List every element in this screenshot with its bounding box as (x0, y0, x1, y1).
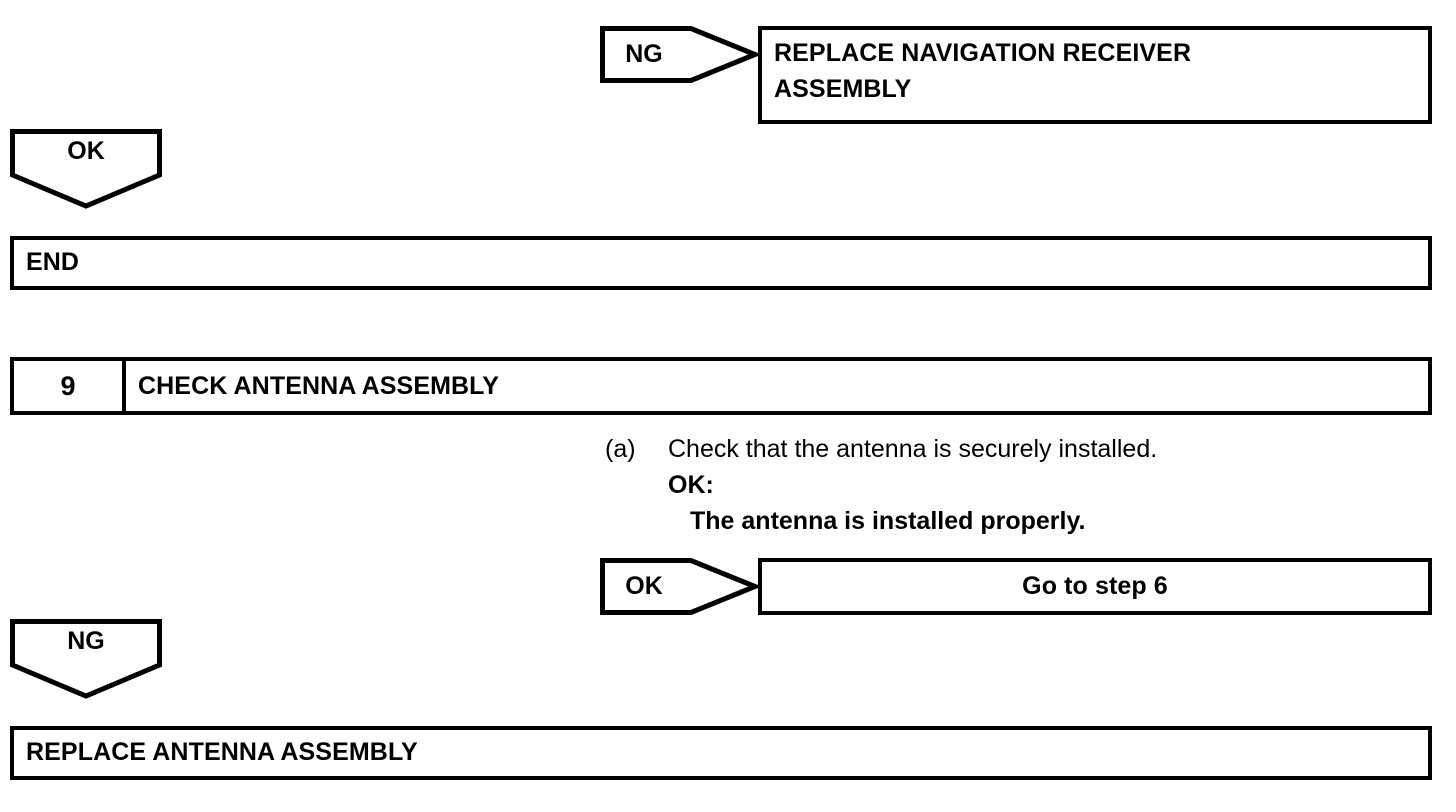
instruction-result-label: OK: (668, 471, 714, 499)
end-box: END (10, 236, 1432, 290)
ng-arrow-step9-label: NG (67, 626, 105, 655)
ng-arrow-step9: NG (10, 619, 162, 699)
ng-arrow-top: NG (600, 26, 758, 83)
ok-arrow-top: OK (10, 129, 162, 209)
end-text: END (26, 248, 80, 277)
arrow-right-shape (600, 26, 758, 83)
ok-arrow-step9: OK (600, 558, 758, 615)
ok-arrow-step9-label: OK (625, 572, 663, 600)
instruction-item-a: (a) Check that the antenna is securely i… (605, 437, 1405, 462)
step-9-instructions: (a) Check that the antenna is securely i… (605, 437, 1405, 534)
step-9-header: 9 CHECK ANTENNA ASSEMBLY (10, 357, 1432, 415)
arrow-down-shape (10, 129, 162, 209)
ok-arrow-top-label: OK (67, 136, 105, 165)
replace-antenna-text: REPLACE ANTENNA ASSEMBLY (26, 738, 418, 767)
instruction-marker: (a) (605, 435, 636, 463)
replace-navigation-receiver-box: REPLACE NAVIGATION RECEIVER ASSEMBLY (758, 26, 1432, 124)
instruction-result-text: The antenna is installed properly. (690, 507, 1086, 535)
goto-step-6-box: Go to step 6 (758, 558, 1432, 615)
replace-navigation-receiver-text: REPLACE NAVIGATION RECEIVER ASSEMBLY (774, 39, 1192, 103)
arrow-down-shape (10, 619, 162, 699)
arrow-right-shape (600, 558, 758, 615)
replace-antenna-box: REPLACE ANTENNA ASSEMBLY (10, 726, 1432, 780)
instruction-action: Check that the antenna is securely insta… (668, 435, 1158, 463)
goto-step-6-text: Go to step 6 (1022, 571, 1168, 600)
step-9-number: 9 (14, 361, 126, 411)
step-9-title: CHECK ANTENNA ASSEMBLY (138, 371, 500, 400)
ng-arrow-top-label: NG (625, 40, 663, 68)
